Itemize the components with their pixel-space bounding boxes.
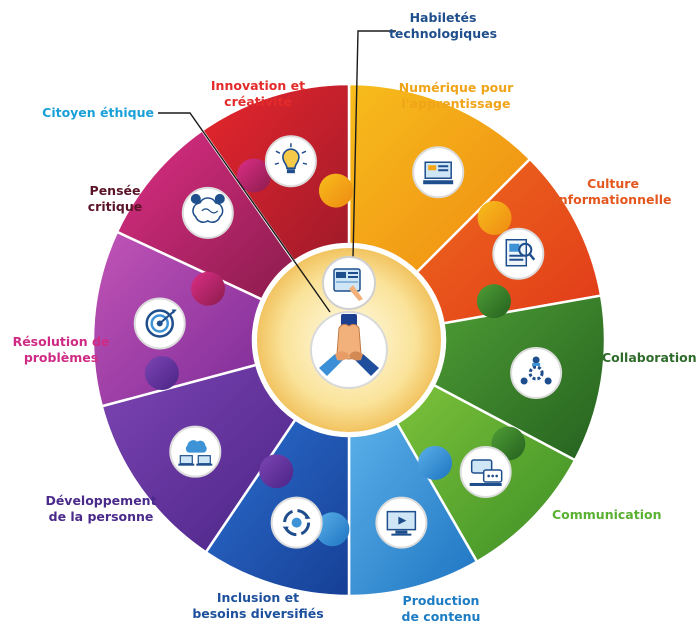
puzzle-tab-numerique	[477, 200, 512, 235]
brain-question-icon	[181, 186, 234, 239]
cloud-laptop-icon-glyph	[178, 440, 213, 466]
lightbulb-icon	[264, 135, 317, 188]
chat-bubbles-icon	[459, 445, 512, 498]
target-icon	[133, 297, 186, 350]
puzzle-tab-pensee	[237, 158, 271, 193]
puzzle-tab-innovation	[318, 173, 353, 208]
cycle-arrows-icon-glyph	[282, 509, 311, 537]
video-screen-icon	[375, 496, 428, 549]
cycle-arrows-icon	[270, 496, 323, 549]
puzzle-tab-communication	[418, 445, 453, 480]
document-search-icon	[492, 227, 545, 280]
lightbulb-icon-glyph	[274, 143, 308, 174]
target-icon-glyph	[145, 309, 177, 338]
label-communication: Communication	[552, 507, 662, 522]
hands-together-icon	[310, 311, 388, 389]
video-screen-icon-glyph	[386, 510, 417, 536]
puzzle-tab-developpement	[144, 355, 179, 390]
brain-question-icon-glyph	[190, 193, 225, 223]
chat-bubbles-icon-glyph	[469, 459, 503, 486]
leader-line-technologiques	[352, 30, 396, 259]
puzzle-tab-culture	[476, 284, 511, 319]
puzzle-tab-resolution	[191, 271, 226, 306]
label-collaboration: Collaboration	[602, 350, 697, 365]
label-citoyen: Citoyen éthique	[42, 105, 154, 120]
web-tablet-icon	[322, 256, 376, 310]
puzzle-tabs	[144, 158, 526, 547]
puzzle-tab-production	[315, 512, 350, 547]
leader-lines	[158, 30, 396, 313]
icon-circles	[133, 135, 563, 549]
classroom-board-icon	[412, 146, 465, 199]
team-gear-icon	[510, 346, 563, 399]
document-search-icon-glyph	[505, 238, 536, 267]
classroom-board-icon-glyph	[423, 161, 454, 185]
cloud-laptop-icon	[169, 425, 222, 478]
team-gear-icon-glyph	[520, 356, 552, 385]
leader-line-citoyen	[158, 112, 331, 313]
puzzle-tab-inclusion	[259, 454, 294, 489]
